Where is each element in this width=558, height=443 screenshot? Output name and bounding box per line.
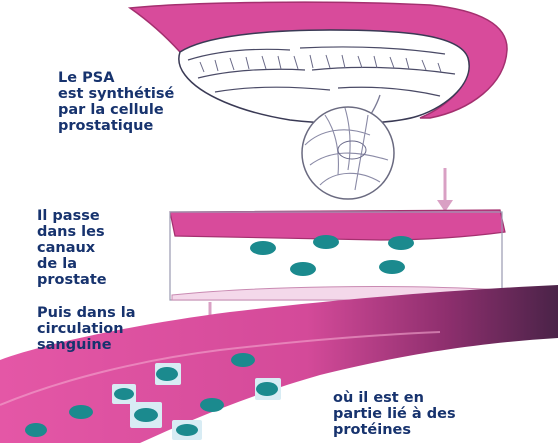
caption-line: dans les <box>37 224 107 240</box>
caption-line: prostatique <box>58 118 174 134</box>
caption-line: Il passe <box>37 208 107 224</box>
psa-particle <box>25 423 47 437</box>
psa-particle <box>69 405 93 419</box>
caption-protein-bound: où il est en partie lié à des protéines <box>333 390 456 438</box>
psa-particle <box>134 408 158 422</box>
psa-particle <box>231 353 255 367</box>
caption-line: sanguine <box>37 337 136 353</box>
caption-line: partie lié à des <box>333 406 456 422</box>
caption-line: protéines <box>333 422 456 438</box>
caption-circulation: Puis dans la circulation sanguine <box>37 305 136 353</box>
caption-line: circulation <box>37 321 136 337</box>
caption-line: canaux <box>37 240 107 256</box>
caption-line: par la cellule <box>58 102 174 118</box>
caption-line: où il est en <box>333 390 456 406</box>
psa-particle <box>114 388 134 400</box>
psa-particle <box>379 260 405 274</box>
psa-particle <box>200 398 224 412</box>
prostate-duct <box>170 210 505 300</box>
caption-line: prostate <box>37 272 107 288</box>
caption-line: Le PSA <box>58 70 174 86</box>
prostatic-cell <box>302 107 394 199</box>
psa-particle <box>256 382 278 396</box>
arrow-to-ducts <box>437 168 453 212</box>
gland-lumen <box>179 30 469 123</box>
psa-particle <box>290 262 316 276</box>
caption-line: Puis dans la <box>37 305 136 321</box>
duct-upper-wall <box>170 210 505 240</box>
psa-particle <box>176 424 198 436</box>
psa-particle <box>156 367 178 381</box>
caption-line: est synthétisé <box>58 86 174 102</box>
psa-particles <box>250 235 414 276</box>
psa-particle <box>313 235 339 249</box>
psa-particle <box>250 241 276 255</box>
psa-particle <box>388 236 414 250</box>
caption-line: de la <box>37 256 107 272</box>
caption-ducts: Il passe dans les canaux de la prostate <box>37 208 107 288</box>
caption-synthesis: Le PSA est synthétisé par la cellule pro… <box>58 70 174 134</box>
